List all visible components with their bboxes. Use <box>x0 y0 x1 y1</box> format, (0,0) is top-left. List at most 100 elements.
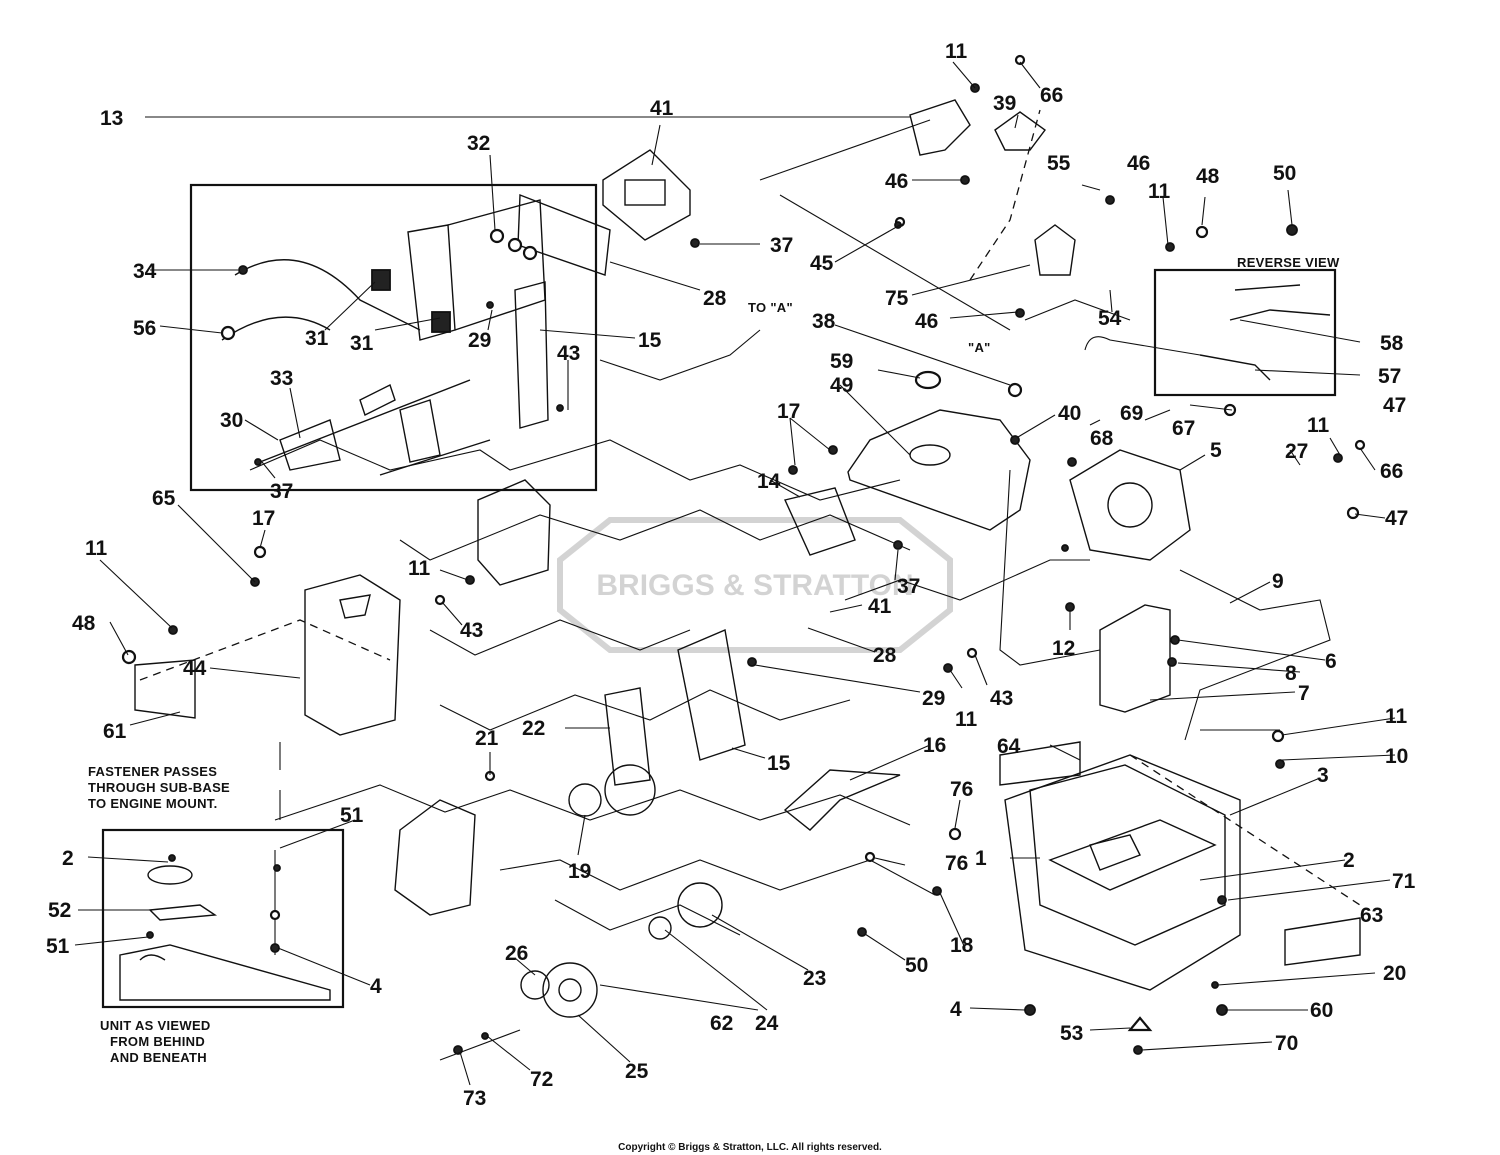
callout-label: 51 <box>46 935 70 958</box>
callout-label: 10 <box>1385 745 1408 768</box>
callout-label: 62 <box>710 1012 733 1035</box>
callout-label: 17 <box>777 400 800 423</box>
callout-label: 2 <box>1343 849 1355 872</box>
callout-label: 12 <box>1052 637 1075 660</box>
callout-label: 3 <box>1317 764 1329 787</box>
callout-label: 17 <box>252 507 275 530</box>
callout-label: 11 <box>408 557 431 580</box>
callout-label: 46 <box>1127 152 1150 175</box>
callout-label: 34 <box>133 260 157 283</box>
fastener-note-line-1: FASTENER PASSES <box>88 764 217 779</box>
callout-label: 43 <box>460 619 483 642</box>
fastener-note-line-2: THROUGH SUB-BASE <box>88 780 230 795</box>
unit-view-note-line-2: FROM BEHIND <box>110 1034 205 1049</box>
callout-label: 39 <box>993 92 1016 115</box>
callout-label: 66 <box>1380 460 1403 483</box>
unit-view-note-line-3: AND BENEATH <box>110 1050 207 1065</box>
callout-label: 63 <box>1360 904 1383 927</box>
callout-label: 50 <box>905 954 928 977</box>
callout-label: 47 <box>1385 507 1408 530</box>
callout-label: 11 <box>1307 414 1330 437</box>
callout-label: 66 <box>1040 84 1063 107</box>
callout-label: 45 <box>810 252 834 275</box>
callout-label: 11 <box>85 537 108 560</box>
callout-label: 41 <box>650 97 674 120</box>
callout-label: 24 <box>755 1012 779 1035</box>
callout-label: 38 <box>812 310 836 333</box>
callout-label: 43 <box>990 687 1013 710</box>
callout-label: 11 <box>1385 705 1408 728</box>
callout-label: 51 <box>340 804 364 827</box>
callout-label: 44 <box>183 657 207 680</box>
callout-label: 50 <box>1273 162 1296 185</box>
callout-label: 27 <box>1285 440 1308 463</box>
callout-label: 2 <box>62 847 74 870</box>
callout-label: 14 <box>757 470 781 493</box>
callout-label: 56 <box>133 317 156 340</box>
callout-label: 75 <box>885 287 909 310</box>
callout-label: 37 <box>897 575 920 598</box>
engine-and-frame-parts <box>101 99 1361 1018</box>
callout-label: 47 <box>1383 394 1406 417</box>
callout-label: 49 <box>830 374 853 397</box>
callout-label: 65 <box>152 487 176 510</box>
callout-label: 25 <box>625 1060 649 1083</box>
callout-label: 71 <box>1392 870 1416 893</box>
callout-label: 15 <box>638 329 662 352</box>
callout-label: 32 <box>467 132 490 155</box>
svg-text:BRIGGS & STRATTON: BRIGGS & STRATTON <box>596 569 913 602</box>
callout-label: 54 <box>1098 307 1122 330</box>
callout-label: 26 <box>505 942 528 965</box>
callout-label: 48 <box>1196 165 1220 188</box>
callout-label: 1 <box>975 847 987 870</box>
callout-label: 30 <box>220 409 243 432</box>
callout-label: 46 <box>915 310 938 333</box>
callout-label: 11 <box>945 40 968 63</box>
callout-label: 58 <box>1380 332 1404 355</box>
callout-label: 59 <box>830 350 853 373</box>
callout-label: 76 <box>950 778 973 801</box>
callout-label: 69 <box>1120 402 1143 425</box>
callout-label: 37 <box>270 480 293 503</box>
watermark-logo: BRIGGS & STRATTON <box>557 517 953 653</box>
callout-label: 13 <box>100 107 123 130</box>
callout-label: 55 <box>1047 152 1071 175</box>
part-callouts: 11 66 13 39 41 32 46 55 46 11 48 50 37 3… <box>46 40 1416 1110</box>
callout-label: 46 <box>885 170 908 193</box>
callout-label: 16 <box>923 734 946 757</box>
callout-label: 4 <box>370 975 382 998</box>
callout-label: 73 <box>463 1087 486 1110</box>
callout-label: 8 <box>1285 662 1297 685</box>
callout-label: 4 <box>950 998 962 1021</box>
control-panel-parts <box>221 149 691 476</box>
callout-label: 64 <box>997 735 1021 758</box>
callout-label: 53 <box>1060 1022 1083 1045</box>
callout-label: 31 <box>305 327 329 350</box>
copyright-text: Copyright © Briggs & Stratton, LLC. All … <box>618 1142 882 1153</box>
callout-label: 5 <box>1210 439 1222 462</box>
callout-label: 19 <box>568 860 591 883</box>
callout-label: 37 <box>770 234 793 257</box>
callout-label: 15 <box>767 752 791 775</box>
callout-label: 68 <box>1090 427 1114 450</box>
callout-label: 7 <box>1298 682 1310 705</box>
callout-label: 6 <box>1325 650 1337 673</box>
callout-label: 31 <box>350 332 374 355</box>
callout-label: 20 <box>1383 962 1406 985</box>
callout-label: 57 <box>1378 365 1401 388</box>
callout-label: 28 <box>703 287 727 310</box>
fastener-note-line-3: TO ENGINE MOUNT. <box>88 796 218 811</box>
callout-label: 18 <box>950 934 974 957</box>
callout-label: 40 <box>1058 402 1081 425</box>
callout-label: 67 <box>1172 417 1195 440</box>
marker-a-note: "A" <box>968 340 991 355</box>
callout-label: 11 <box>955 708 978 731</box>
callout-label: 70 <box>1275 1032 1298 1055</box>
callout-label: 9 <box>1272 570 1284 593</box>
callout-label: 21 <box>475 727 499 750</box>
callout-label: 28 <box>873 644 897 667</box>
callout-label: 76 <box>945 852 968 875</box>
callout-label: 29 <box>922 687 945 710</box>
callout-label: 23 <box>803 967 826 990</box>
